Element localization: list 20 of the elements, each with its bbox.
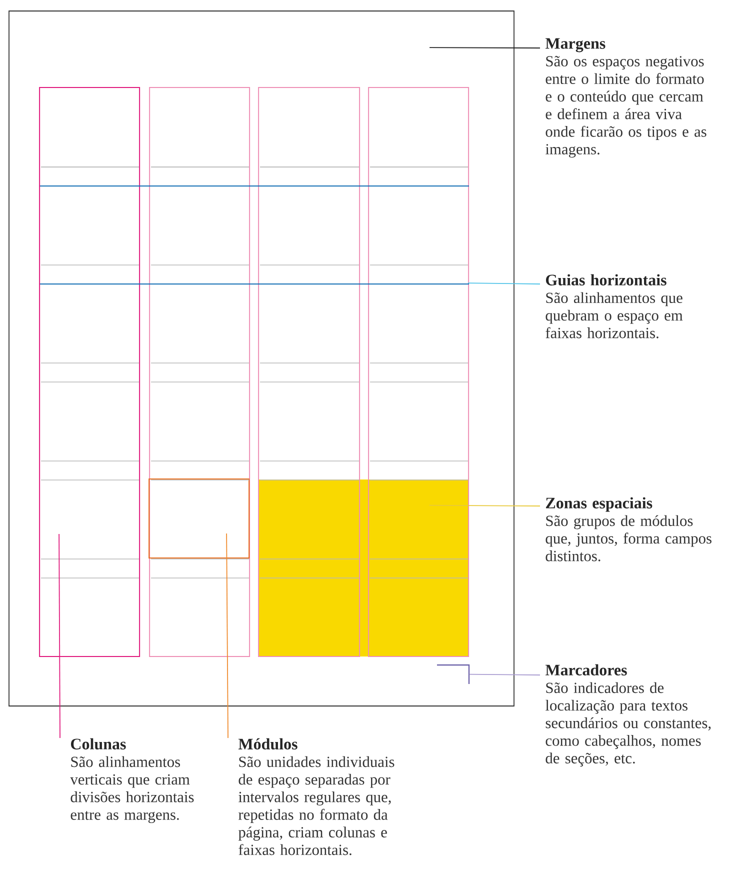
leader-line: [468, 674, 540, 676]
column-box: [368, 87, 470, 658]
page-frame: [8, 10, 514, 706]
leader-line: [428, 504, 540, 506]
annotation-text: Marcadores São indicadores de localização para textos secundários ou constantes, como cabeçalhos, nomes de seções, etc.: [545, 664, 711, 767]
annotation-text: Margens São os espaços negativos entre o limite do formato e o conteúdo que cercam e definem a área viva onde ficarão os tipos e as imagens.: [545, 38, 706, 158]
annotation-text: Guias horizontais São alinhamentos que quebram o espaço em faixas horizontais.: [546, 274, 683, 338]
leader-line: [429, 47, 540, 48]
spatial-zone: [258, 480, 469, 657]
annotation-text: Zonas espaciais São grupos de módulos que, juntos, forma campos distintos.: [546, 497, 712, 562]
leader-line: [58, 534, 60, 738]
leader-line: [468, 282, 540, 284]
annotation-text: Colunas São alinhamentos verticais que criam divisões horizontais entre as margens.: [70, 738, 194, 824]
column-box: [39, 87, 140, 658]
column-box: [258, 87, 360, 658]
marker-bracket: [437, 664, 470, 684]
annotation-text: Módulos São unidades individuais de espaço separadas por intervalos regulares que, repetidas no formato da página, criam colunas e faixas horizontais.: [238, 738, 394, 856]
module-box: [148, 478, 250, 559]
leader-line: [226, 533, 228, 738]
column-box: [149, 87, 250, 658]
